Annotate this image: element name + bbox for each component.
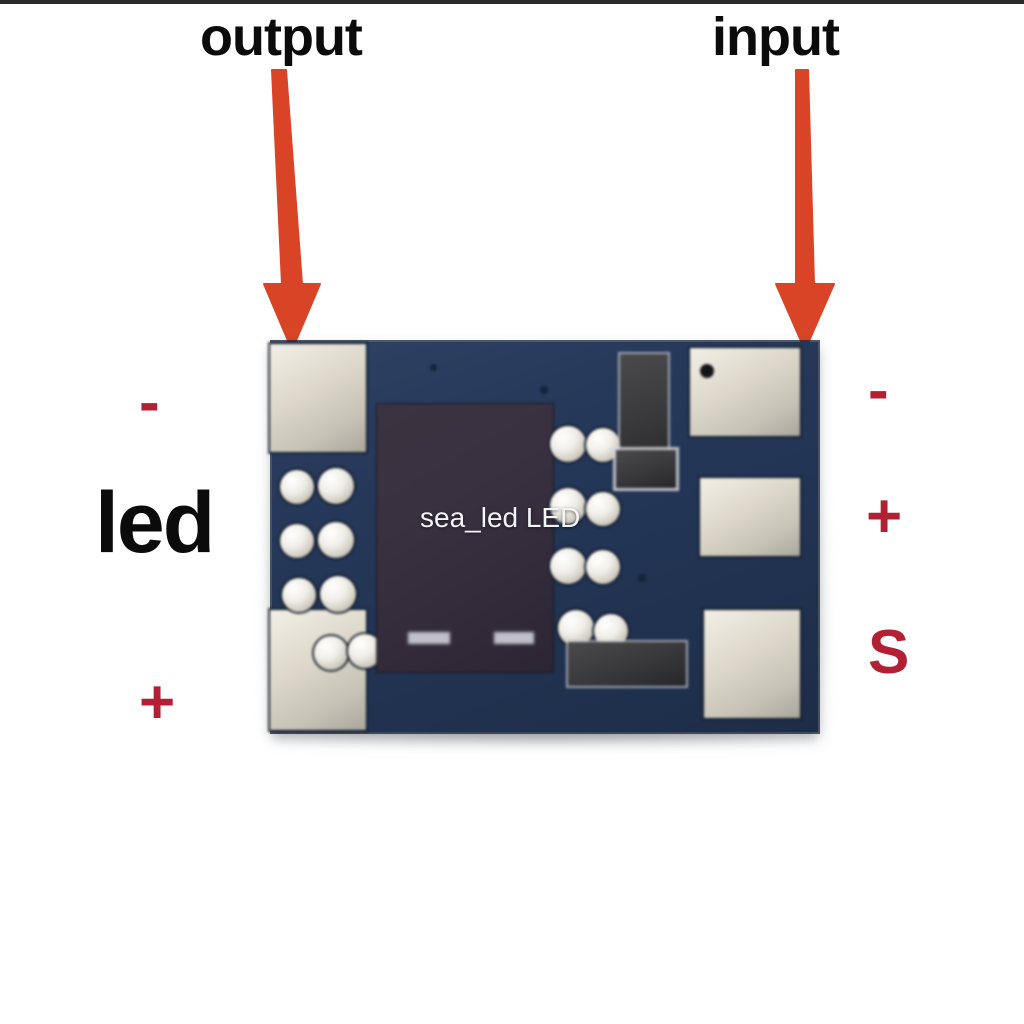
via <box>586 428 620 462</box>
callout-arrow-output-icon <box>263 69 321 351</box>
callout-label-input: input <box>712 7 840 67</box>
smd-component-bottom <box>568 642 686 686</box>
via <box>348 634 382 668</box>
via <box>586 492 620 526</box>
via <box>314 636 348 670</box>
via <box>318 522 354 558</box>
terminal-mark-input-signal: S <box>868 618 910 687</box>
via <box>550 488 586 524</box>
pad-input-positive <box>700 478 800 556</box>
pcb-trace-dot <box>430 364 437 371</box>
silkscreen-mark <box>494 632 534 644</box>
smd-component-top-lead <box>616 450 676 488</box>
via-hole-icon <box>700 364 714 378</box>
pcb-module: sea_led LED <box>266 342 826 742</box>
via <box>280 470 314 504</box>
pcb-detail-layer <box>270 342 818 732</box>
via <box>550 426 586 462</box>
via <box>282 578 316 612</box>
pad-input-signal <box>704 610 800 718</box>
pad-output-positive <box>270 610 366 730</box>
callout-arrow-input-icon <box>775 69 835 351</box>
driver-ic <box>377 404 553 672</box>
via <box>320 576 356 612</box>
terminal-group-label-led: led <box>95 475 215 571</box>
via <box>550 548 586 584</box>
via <box>586 550 620 584</box>
silkscreen-mark <box>408 632 450 644</box>
callout-label-output: output <box>200 7 363 67</box>
pcb-trace-dot <box>540 386 548 394</box>
via <box>558 610 594 646</box>
board-watermark: sea_led LED <box>420 502 581 533</box>
image-top-border <box>0 0 1024 4</box>
terminal-mark-led-negative: - <box>139 368 160 437</box>
pcb-trace-dot <box>638 574 646 582</box>
via <box>318 468 354 504</box>
via <box>280 524 314 558</box>
terminal-mark-led-positive: + <box>139 668 176 737</box>
terminal-mark-input-negative: - <box>868 356 889 425</box>
pad-output-negative <box>270 344 366 452</box>
pad-input-negative <box>690 348 800 436</box>
terminal-mark-input-positive: + <box>866 482 903 551</box>
